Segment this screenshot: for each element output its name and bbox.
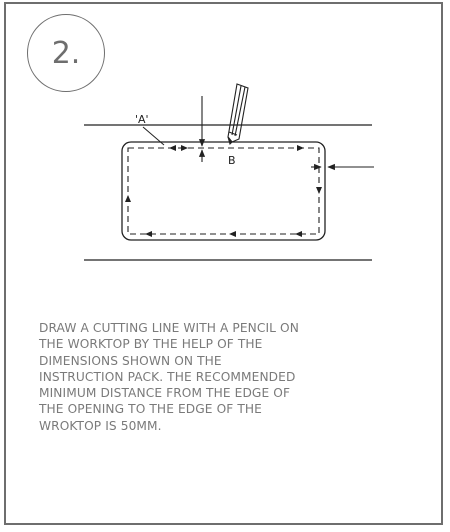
cutting-line-diagram: 'A' B <box>84 83 374 261</box>
direction-arrow <box>145 231 152 237</box>
direction-arrow <box>295 231 302 237</box>
step-number-badge: 2. <box>27 14 105 92</box>
pencil-icon <box>227 83 249 146</box>
direction-arrow <box>297 145 304 151</box>
cutting-line-dashed <box>127 147 320 235</box>
direction-arrow <box>229 231 236 237</box>
opening-outline <box>121 141 326 241</box>
direction-arrow <box>125 195 131 202</box>
direction-arrow <box>169 145 176 151</box>
instruction-text: DRAW A CUTTING LINE WITH A PENCIL ON THE… <box>39 321 299 433</box>
label-b: B <box>228 154 236 167</box>
direction-arrow <box>316 187 322 194</box>
direction-arrow <box>181 145 188 151</box>
label-a-leader <box>142 126 165 146</box>
instruction-card: 2. 'A' <box>4 2 443 525</box>
step-number: 2. <box>51 35 81 71</box>
label-a: 'A' <box>135 113 149 126</box>
